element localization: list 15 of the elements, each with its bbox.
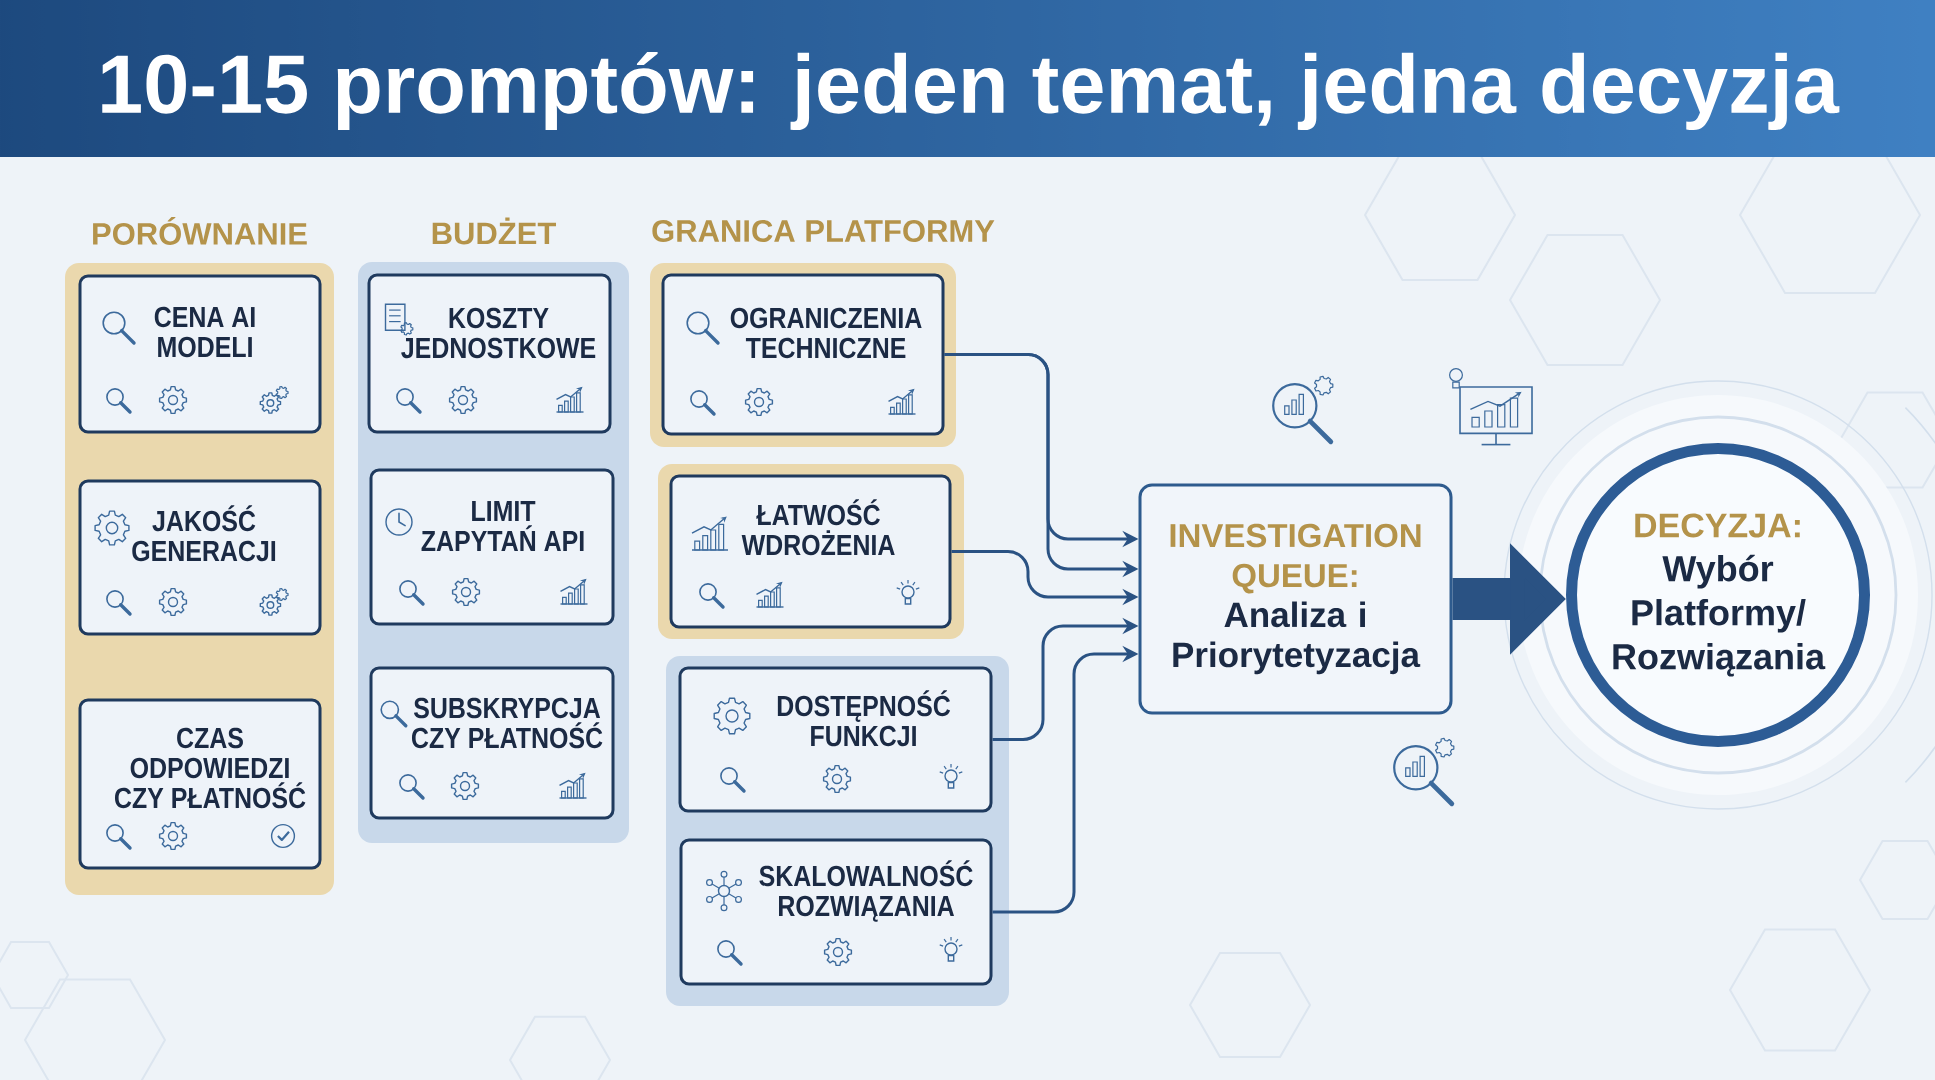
topic-card: JAKOŚĆ GENERACJI <box>78 479 322 636</box>
process-box: INVESTIGATION QUEUE: Analiza i Priorytetyzacja <box>1138 483 1453 715</box>
topic-card: KOSZTY JEDNOSTKOWE <box>367 273 612 434</box>
topic-card: CENA AI MODELI <box>78 274 322 434</box>
topic-card: LIMIT ZAPYTAŃ API <box>369 468 615 626</box>
column-heading: BUDŻET <box>432 217 556 245</box>
topic-card: SKALOWALNOŚĆ ROZWIĄZANIA <box>679 838 993 986</box>
column-heading: PORÓWNANIE <box>93 217 307 245</box>
column-heading: GRANICA PLATFORMY <box>652 220 995 242</box>
topic-card: ŁATWOŚĆ WDROŻENIA <box>669 474 952 629</box>
topic-card: CZAS ODPOWIEDZI CZY PŁATNOŚĆ <box>78 698 322 870</box>
topic-card: DOSTĘPNOŚĆ FUNKCJI <box>678 666 993 813</box>
topic-card: SUBSKRYPCJA CZY PŁATNOŚĆ <box>369 666 615 820</box>
topic-card: OGRANICZENIA TECHNICZNE <box>661 273 945 436</box>
title: 10-15 promptów: jeden temat, jedna decyzja <box>102 51 1840 131</box>
